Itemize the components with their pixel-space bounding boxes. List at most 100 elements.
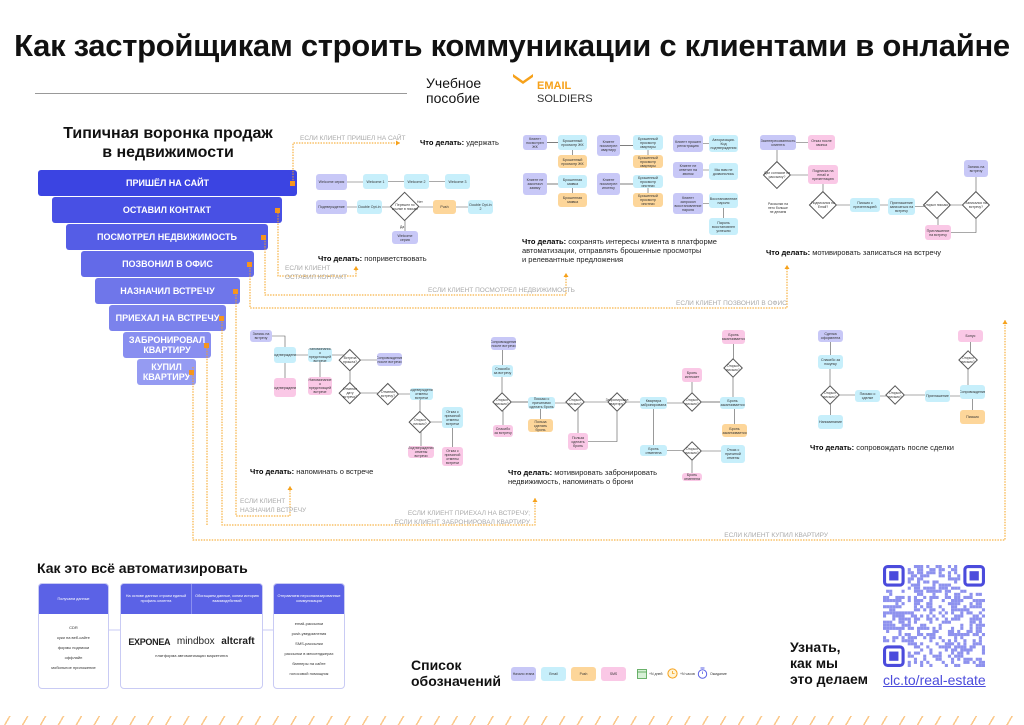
condition-label: ЕСЛИ КЛИЕНТ ПОЗВОНИЛ В ОФИС [676,300,787,307]
brand-chevron-icon [513,74,533,84]
flow-node: Сопровождение [960,385,985,399]
card-item: голосовой помощник [289,671,329,676]
action-prefix: Что делать: [810,443,855,452]
condition-line: ЕСЛИ КЛИЕНТ ПРИЕХАЛ НА ВСТРЕЧУ; [407,510,530,517]
qr-code[interactable] [883,565,985,667]
flow-node: Спасибо за встречу [492,365,513,377]
cta-line: как мы [790,655,839,671]
answer-label: Нет [417,200,423,204]
funnel-step: ЗАБРОНИРОВАЛ КВАРТИРУ [123,332,211,358]
connector-marker [247,262,252,267]
condition-line: ЕСЛИ КЛИЕНТ [285,265,331,272]
card-send: Отправляем персонализированные коммуника… [273,583,345,689]
flow-node: Брошенный просмотр ипотеки [633,193,663,207]
flow-node: Польза сделать бронь [568,433,588,450]
flow-node: Брошенный просмотр ЖК [558,135,587,150]
flow-node: Double Opt-in 2 [468,200,493,214]
arrow-head-icon [1002,320,1008,324]
action-prefix: Что делать: [508,468,553,477]
flow-node: Запись на встречу [964,160,988,177]
card-header: Получаем данные [39,584,108,614]
flow-node: Welcome серия [316,174,347,190]
connector-marker [290,181,295,186]
flow-node: Бронь отменена [682,473,702,481]
flow-node: Приглашение записаться на встречу [888,198,915,215]
connector-marker [189,370,194,375]
connector-marker [219,316,224,321]
decorative-stripes [0,716,1024,725]
condition-label: ЕСЛИ КЛИЕНТ КУПИЛ КВАРТИРУ [724,532,828,539]
action-text: напоминать о встрече [296,467,374,476]
decision-label: Открыл письмо? [888,391,902,399]
flow-node: Клиент посмотрел ипотеку [597,173,620,195]
decision-label: Открыл письмо? [726,364,740,372]
flow-edge [578,402,618,442]
funnel-title-line: Типичная воронка продаж [63,125,273,142]
flow-node: Клиент прошел регистрацию [673,135,703,152]
flow-node: Подтверждение отмены встречи [408,446,434,458]
connector-marker [261,235,266,240]
flow-node: Брошенный просмотр ЖК [558,155,587,168]
flow-node: Мы вам не дозвонились [709,163,738,180]
action-prefix: Что делать: [522,237,567,246]
condition-connector [277,210,357,277]
card-header: На основе данных строим единый профиль к… [121,584,192,614]
card-platform: На основе данных строим единый профиль к… [120,583,263,689]
real-estate-link[interactable]: clc.to/real-estate [883,672,986,688]
flow-node: Клиент не ответил на звонок [673,162,703,178]
cta-line: Узнать, [790,639,841,655]
funnel-step: ПОЗВОНИЛ В ОФИС [81,251,254,277]
action-support: Что делать: сопровождать после сделки [810,443,954,452]
automation-title: Как это всё автоматизировать [37,560,248,576]
clock-icon [667,668,678,679]
action-greet: Что делать: поприветствовать [318,254,427,263]
arrow-head-icon [563,273,569,277]
flow-node: Клиент запросил восстановление пароля [673,193,703,214]
flow-node: Письмо о сделке [855,390,880,402]
decision-label: Открыл письмо? [685,398,699,406]
flow-node: Письмо с причинами сделать бронь [528,397,555,409]
manual-line: Учебное [426,75,482,91]
funnel-title-line: в недвижимости [102,144,234,161]
condition-line: НАЗНАЧИЛ ВСТРЕЧУ [240,507,307,514]
card-header: Отправляем персонализированные коммуника… [274,584,344,614]
condition-line: ОСТАВИЛ КОНТАКТ [285,274,348,281]
decision-label: Открыл письмо? [413,418,427,426]
decision-label: Забронировал квартиру? [605,398,629,406]
action-interests: Что делать: сохранять интересы клиента в… [522,237,717,264]
arrow-head-icon [532,498,538,502]
flow-node: Бонус [958,330,983,342]
card-item: email-рассылки [294,621,324,626]
flow-node: Welcome серия [392,231,418,244]
condition-connector [235,292,291,517]
arrow-head-icon [287,486,293,490]
legend-title-line: Список [411,657,462,673]
flow-node: Отказ после звонка [808,135,835,150]
flow-node: Welcome 3 [445,174,470,189]
flow-node: Восстановление пароля [709,193,738,208]
flow-node: Сделка оформлена [818,330,843,342]
card-item: SMS-рассылки [295,641,323,646]
action-prefix: Что делать: [250,467,295,476]
flow-node: Double Opt-in [357,200,382,214]
action-prefix: Что делать: [318,254,363,263]
flow-node: Клиент не закончил заявку [523,173,547,195]
brand-logo-email: EMAIL [537,80,572,92]
action-text: мотивировать забронировать [554,468,658,477]
condition-label: ЕСЛИ КЛИЕНТ ОСТАВИЛ КОНТАКТ [285,264,347,282]
action-remind: Что делать: напоминать о встрече [250,467,373,476]
flow-node: Напоминание [818,415,843,429]
legend-email: Email [541,667,566,681]
flow-note: Рассылки на него больше не делаем [768,202,788,214]
card-item: куки на веб-сайте [57,635,90,640]
altcraft-logo: altcraft [221,636,255,647]
brand-logo-soldiers: SOLDIERS [537,93,593,105]
decision-label: Открыл письмо? [923,203,951,207]
flow-node: Брошенная заявка [558,193,587,207]
arrow-head-icon [353,266,359,270]
flow-node: Push [433,200,456,214]
flow-node: Квартира забронирована [640,397,667,409]
flow-node: Сопровождение после встречи [491,337,516,350]
